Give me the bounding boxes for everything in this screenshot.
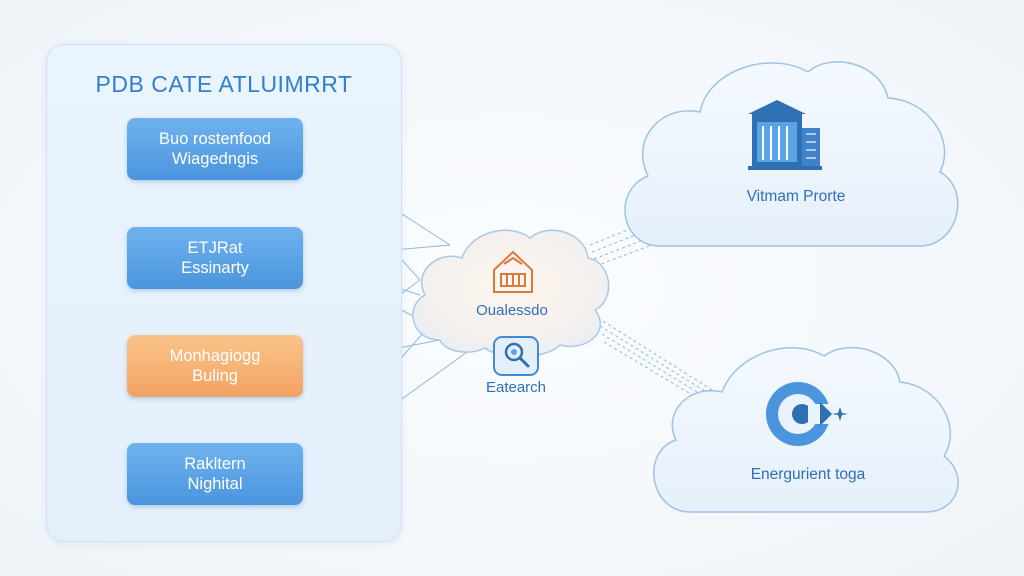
warehouse-icon [493,250,533,293]
cloud-bottom-label: Energurient toga [750,466,866,483]
search-label: Eatearch [485,379,547,396]
rotating-arrow-icon [766,382,848,446]
step-label-line2: Essinarty [181,259,249,277]
step-label-line1: Rakltern [184,455,246,473]
step-label-line1: Buo rostenfood [159,130,271,148]
process-step[interactable]: ETJRat Essinarty [127,227,303,289]
cloud-top-label: Vitmam Prorte [746,188,846,205]
process-step[interactable]: Buo rostenfood Wiagedngis [127,118,303,180]
step-label-line2: Wiagedngis [171,150,259,168]
step-label-line1: Monhagiogg [169,347,261,365]
search-document-icon [493,336,539,376]
process-step-highlighted[interactable]: Monhagiogg Buling [127,335,303,397]
step-label-line2: Buling [192,367,238,385]
panel-title: PDB CATE ATLUIMRRT [95,71,353,97]
step-label-line1: ETJRat [187,239,243,257]
step-label-line2: Nighital [187,475,243,493]
hub-label: Oualessdo [476,302,548,319]
process-step[interactable]: Rakltern Nighital [127,443,303,505]
building-icon [748,100,822,170]
